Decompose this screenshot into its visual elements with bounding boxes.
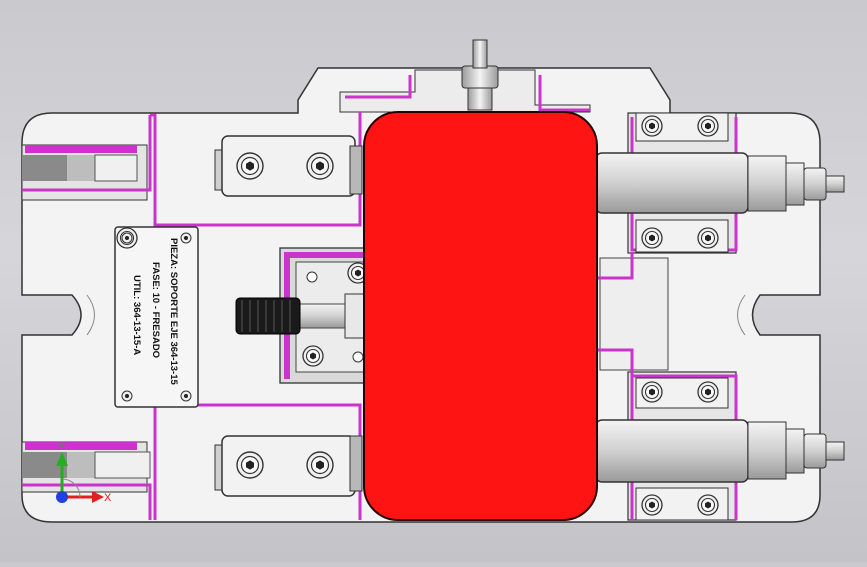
workpiece <box>363 111 598 521</box>
label-plate: PIEZA: SOPORTE EJE 364-13-15 FASE: 10 - … <box>114 226 199 408</box>
right-upper-clamp <box>595 112 845 253</box>
hydraulic-fitting-icon <box>803 167 827 201</box>
top-fitting <box>461 39 499 111</box>
socket-screw-icon <box>236 451 264 479</box>
socket-screw-icon <box>236 152 264 180</box>
right-lower-clamp <box>595 377 845 521</box>
triad-icon: X Y <box>56 441 112 504</box>
triad-y-label: Y <box>58 441 66 453</box>
plate-line-1: PIEZA: SOPORTE EJE 364-13-15 <box>168 238 179 385</box>
left-lower-clamp <box>214 435 363 497</box>
triad-x-label: X <box>104 492 112 504</box>
center-pusher <box>235 247 371 384</box>
plate-line-3: UTIL: 364-13-15-A <box>131 275 142 355</box>
knurled-knob-icon <box>235 297 301 335</box>
plate-line-2: FASE: 10 - FRESADO <box>150 262 161 358</box>
left-upper-clamp <box>214 135 363 197</box>
socket-screw-icon <box>306 152 334 180</box>
socket-screw-icon <box>306 451 334 479</box>
hydraulic-fitting-icon <box>803 433 827 469</box>
